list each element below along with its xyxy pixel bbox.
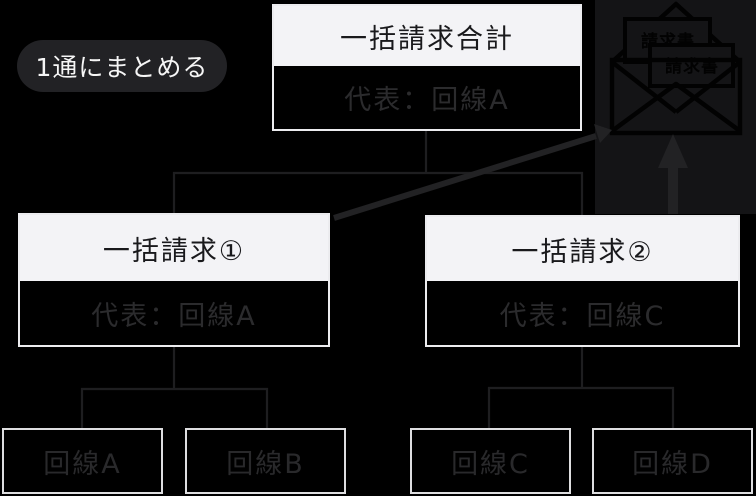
envelope-icon: 請求書 請求書 — [595, 0, 756, 214]
box-line-a: 回線A — [2, 428, 163, 494]
invoice-paper-icon: 請求書 — [623, 17, 712, 64]
connector-left-tree — [80, 347, 269, 428]
box-bulk-billing-2-title: 一括請求② — [427, 217, 738, 281]
arrow-group1-to-envelope-icon — [333, 124, 612, 221]
box-bulk-billing-1-subtitle: 代表：回線A — [20, 281, 328, 345]
box-bulk-billing-2-subtitle: 代表：回線C — [427, 281, 738, 345]
box-line-b: 回線B — [185, 428, 346, 494]
box-total-billing-title: 一括請求合計 — [274, 6, 580, 66]
invoice-paper-label: 請求書 — [641, 31, 695, 52]
box-line-c: 回線C — [410, 428, 571, 494]
box-bulk-billing-2: 一括請求② 代表：回線C — [425, 215, 740, 347]
box-line-d: 回線D — [592, 428, 753, 494]
connector-right-tree — [487, 347, 675, 428]
note-badge: 1通にまとめる — [17, 40, 227, 92]
box-bulk-billing-1-title: 一括請求① — [20, 215, 328, 281]
box-total-billing-subtitle: 代表：回線A — [274, 66, 580, 129]
box-total-billing: 一括請求合計 代表：回線A — [272, 4, 582, 131]
connector-top-tree — [172, 131, 584, 215]
arrow-group2-to-envelope-icon — [658, 134, 688, 214]
box-bulk-billing-1: 一括請求① 代表：回線A — [18, 213, 330, 347]
invoice-paper-label: 請求書 — [665, 56, 719, 77]
invoice-paper-icon: 請求書 — [648, 43, 735, 88]
